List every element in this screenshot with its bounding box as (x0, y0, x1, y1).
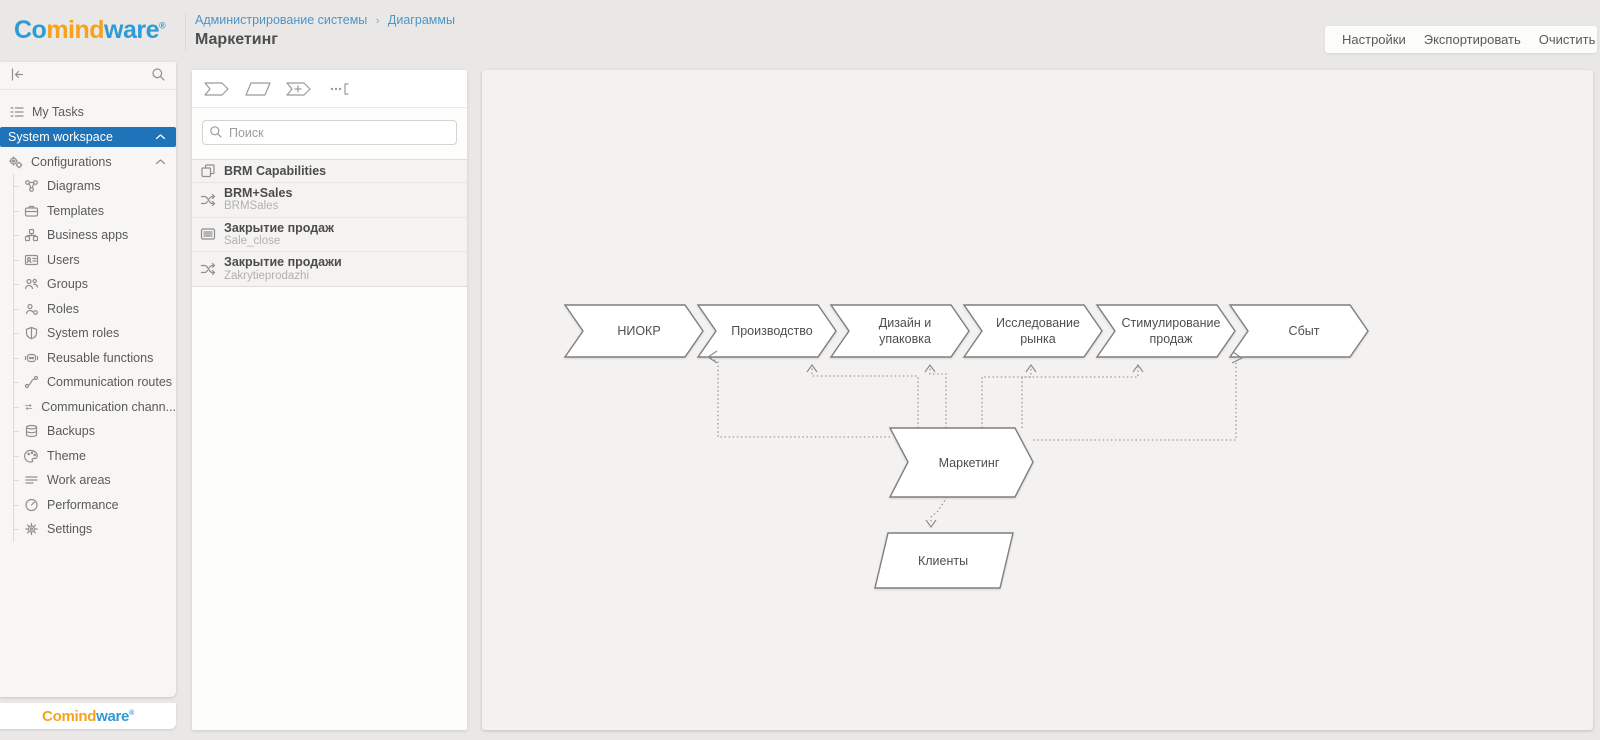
diagram-shape-proizvodstvo[interactable] (696, 304, 837, 358)
search-input[interactable] (202, 120, 457, 145)
list-item[interactable]: BRM Capabilities (192, 160, 467, 183)
work-areas-icon (25, 476, 38, 484)
shape-label: Стимулирование (1122, 316, 1221, 330)
collapse-sidebar-icon[interactable] (10, 67, 25, 85)
diagram-element-list: BRM Capabilities BRM+Sales BRMSales Закр… (192, 159, 467, 287)
diagram-shape-dizain[interactable] (829, 304, 970, 358)
templates-icon (24, 205, 39, 217)
export-button[interactable]: Экспортировать (1415, 32, 1530, 47)
shape-label: НИОКР (617, 324, 660, 338)
sidebar-item-my-tasks[interactable]: My Tasks (0, 100, 176, 125)
shape-label: Маркетинг (939, 456, 1000, 470)
clear-button[interactable]: Очистить (1530, 32, 1600, 47)
parallelogram-shape-tool[interactable] (245, 81, 272, 97)
roles-icon (25, 303, 38, 315)
search-icon (210, 126, 222, 138)
sidebar-item-templates[interactable]: Templates (14, 199, 176, 224)
shape-label: Клиенты (918, 554, 968, 568)
shield-icon (25, 327, 38, 340)
registered-mark: ® (159, 20, 166, 31)
list-box-icon (200, 228, 216, 240)
chevron-plus-shape-tool[interactable] (286, 81, 315, 97)
business-apps-icon (24, 229, 39, 242)
diagram-shape-marketing[interactable] (888, 427, 1034, 498)
sidebar: My Tasks System workspace Configurations… (0, 62, 176, 697)
shape-toolbar (192, 70, 467, 108)
shape-search (202, 120, 457, 145)
shape-label: Дизайн и (879, 316, 931, 330)
chevron-shape-tool[interactable] (204, 81, 231, 97)
diagram-shape-stimulirovanie[interactable] (1095, 304, 1236, 358)
sidebar-item-configurations[interactable]: Configurations (0, 150, 176, 175)
channels-icon (24, 403, 33, 410)
sidebar-item-system-roles[interactable]: System roles (14, 321, 176, 346)
page-title: Маркетинг (195, 31, 278, 48)
theme-icon (24, 449, 38, 463)
shuffle-icon (200, 262, 216, 276)
sidebar-item-business-apps[interactable]: Business apps (14, 223, 176, 248)
diagram-shape-sbyt[interactable] (1228, 304, 1369, 358)
gear-icon (25, 523, 38, 536)
diagram-shape-niokr[interactable] (563, 304, 704, 358)
sidebar-item-communication-channels[interactable]: Communication chann... (14, 395, 176, 420)
sidebar-item-settings[interactable]: Settings (14, 517, 176, 542)
shape-label: рынка (1020, 332, 1056, 346)
sidebar-item-backups[interactable]: Backups (14, 419, 176, 444)
sidebar-item-communication-routes[interactable]: Communication routes (14, 370, 176, 395)
chevron-up-icon (155, 133, 166, 139)
sidebar-item-roles[interactable]: Roles (14, 297, 176, 322)
app-logo: Comindware® (14, 16, 166, 44)
connector-marketing-proizvodstvo (811, 367, 919, 428)
diagram-shape-klienty[interactable] (874, 532, 1014, 589)
connector-marketing-niokr (708, 356, 890, 438)
connector-marketing-dizain (929, 367, 947, 428)
shape-panel: BRM Capabilities BRM+Sales BRMSales Закр… (192, 70, 467, 730)
sidebar-footer-logo: Comindware® (0, 703, 176, 729)
sidebar-item-system-workspace[interactable]: System workspace (0, 126, 176, 147)
sidebar-item-performance[interactable]: Performance (14, 493, 176, 518)
diagram-shape-issledovanie[interactable] (962, 304, 1103, 358)
routes-icon (24, 376, 39, 389)
settings-button[interactable]: Настройки (1333, 32, 1415, 47)
list-item[interactable]: Закрытие продаж Sale_close (192, 217, 467, 253)
header-actions-bar: Настройки Экспортировать Очистить (1325, 26, 1597, 53)
performance-icon (25, 498, 38, 511)
connector-marketing-klienty (930, 496, 948, 523)
sidebar-item-groups[interactable]: Groups (14, 272, 176, 297)
sidebar-item-reusable-functions[interactable]: Reusable functions (14, 346, 176, 371)
chevron-up-icon (155, 159, 166, 164)
tasks-icon (10, 107, 24, 117)
diagram-icon (25, 180, 38, 193)
connector-marketing-sbyt (1033, 357, 1243, 441)
shape-label: Сбыт (1289, 324, 1320, 338)
connector-marketing-issledovanie (981, 367, 1032, 428)
diagram-canvas[interactable]: НИОКР Производство Дизайн и упаковка Исс… (482, 70, 1593, 730)
breadcrumb-link-admin[interactable]: Администрирование системы (195, 13, 368, 27)
breadcrumb: Администрирование системы › Диаграммы (195, 13, 455, 27)
breadcrumb-separator: › (375, 15, 380, 27)
search-icon[interactable] (151, 67, 166, 85)
copy-icon (201, 164, 215, 178)
gears-icon (9, 156, 23, 169)
ellipsis-bracket-tool[interactable] (329, 81, 351, 97)
users-icon (24, 254, 39, 265)
sidebar-item-users[interactable]: Users (14, 248, 176, 273)
sidebar-item-diagrams[interactable]: Diagrams (14, 174, 176, 199)
groups-icon (24, 279, 39, 290)
shape-label: упаковка (879, 332, 931, 346)
sidebar-item-theme[interactable]: Theme (14, 444, 176, 469)
connector-marketing-stimulirovanie (1021, 367, 1139, 428)
diagram-connectors (707, 350, 1244, 528)
sidebar-item-work-areas[interactable]: Work areas (14, 468, 176, 493)
list-item[interactable]: Закрытие продажи Zakrytieprodazhi (192, 252, 467, 286)
header-divider (185, 14, 186, 50)
shape-label: Исследование (996, 316, 1080, 330)
backups-icon (25, 425, 38, 438)
shape-label: продаж (1149, 332, 1193, 346)
breadcrumb-link-diagrams[interactable]: Диаграммы (387, 13, 455, 27)
shape-label: Производство (731, 324, 813, 338)
function-icon (24, 353, 39, 362)
list-item[interactable]: BRM+Sales BRMSales (192, 183, 467, 218)
shuffle-icon (200, 193, 216, 206)
